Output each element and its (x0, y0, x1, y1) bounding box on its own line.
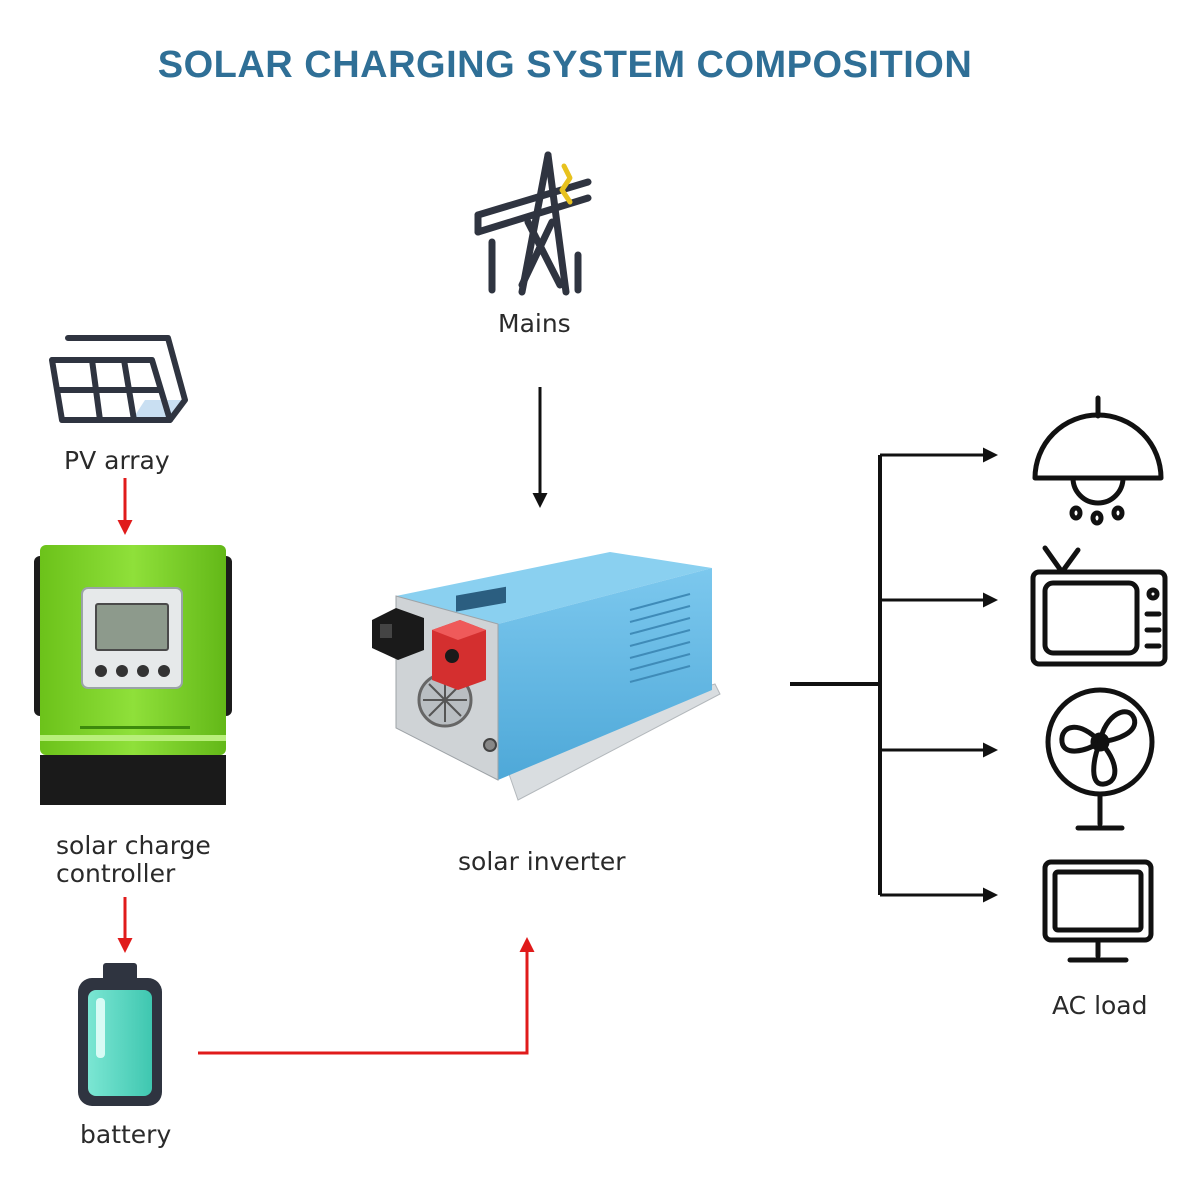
desk-fan-icon (1045, 687, 1155, 831)
battery-label: battery (80, 1120, 172, 1149)
inverter-to-loads-bus (790, 455, 882, 895)
pv-array-label: PV array (64, 446, 170, 475)
ac-load-label: AC load (1052, 991, 1148, 1020)
charge-controller-label-line2: controller (56, 859, 176, 888)
battery-to-inverter-arrow (198, 937, 535, 1055)
transmission-tower-icon (474, 151, 592, 296)
solar-inverter-label: solar inverter (458, 847, 626, 876)
solar-panel-icon (49, 335, 188, 423)
diagram-title: SOLAR CHARGING SYSTEM COMPOSITION (157, 44, 973, 86)
solar-inverter-image (372, 552, 721, 801)
mains-label: Mains (498, 309, 571, 338)
monitor-icon (1042, 859, 1154, 963)
charge-controller-image (34, 545, 232, 805)
battery-icon (78, 963, 162, 1106)
charge-controller-label-line1: solar charge (56, 831, 211, 860)
ceiling-lamp-icon (1032, 395, 1164, 526)
television-icon (1030, 545, 1168, 667)
